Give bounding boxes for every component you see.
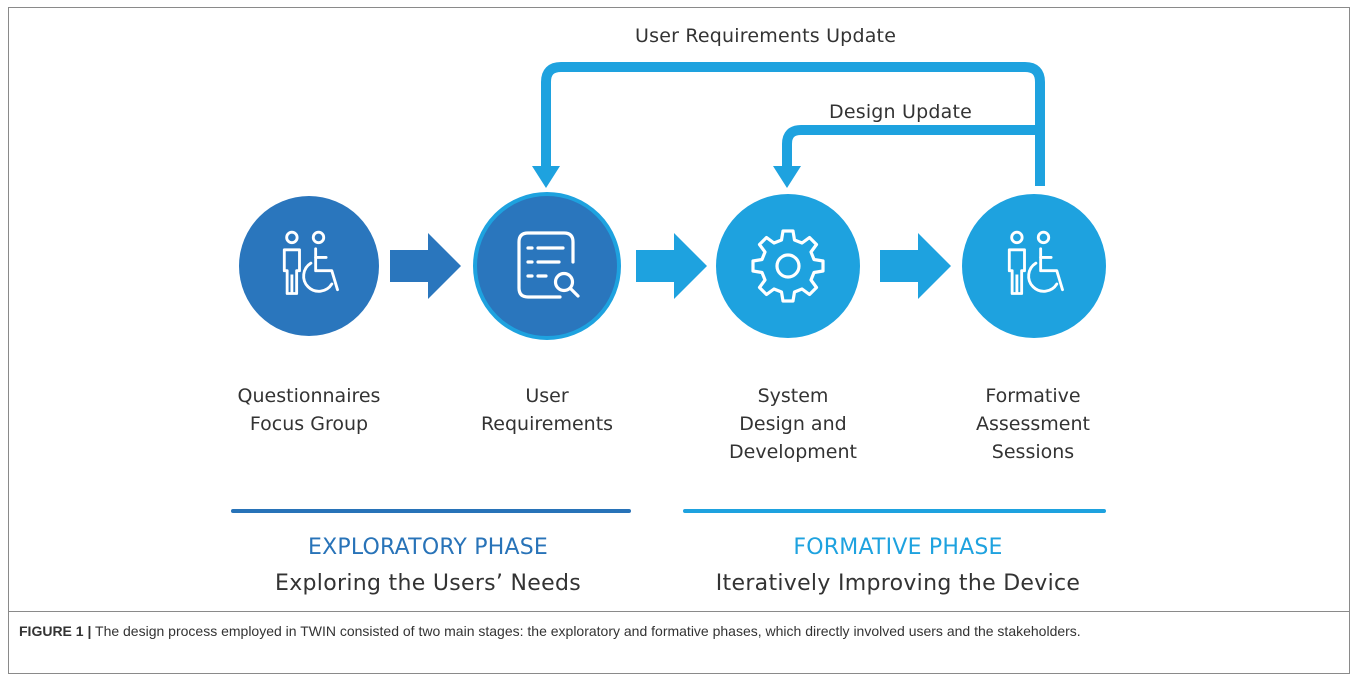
design-update-label: Design Update (829, 101, 973, 123)
flow-arrows (390, 233, 951, 299)
flow-arrow-3 (880, 233, 951, 299)
flow-arrow-2 (636, 233, 707, 299)
node-label-user-requirements: User Requirements (480, 385, 614, 435)
design-update-arrowhead (773, 166, 801, 188)
formative-phase-line (683, 509, 1106, 513)
gear-icon (751, 229, 825, 303)
figure-caption: FIGURE 1 | The design process employed i… (19, 621, 1339, 641)
node-label-questionnaires: Questionnaires Focus Group (237, 385, 381, 435)
figure-frame (8, 7, 1350, 674)
node-formative-assessment (962, 194, 1106, 338)
figure-caption-label: FIGURE 1 | (19, 623, 92, 639)
formative-phase-title: FORMATIVE PHASE (793, 535, 1003, 560)
user-requirements-update-label: User Requirements Update (635, 25, 897, 47)
checklist-search-icon (517, 231, 580, 299)
node-label-formative-assessment: Formative Assessment Sessions (976, 385, 1090, 463)
user-requirements-update-loop (541, 62, 1045, 186)
node-user-requirements (473, 192, 621, 340)
feedback-loops (532, 62, 1045, 188)
process-diagram (239, 62, 1106, 340)
flow-arrow-1 (390, 233, 461, 299)
node-label-system-design: System Design and Development (729, 385, 857, 463)
user-requirements-update-arrowhead (532, 166, 560, 188)
formative-phase-subtitle: Iteratively Improving the Device (715, 571, 1081, 596)
node-questionnaires (239, 196, 379, 336)
caption-divider (9, 611, 1349, 612)
exploratory-phase-line (231, 509, 631, 513)
design-update-loop (782, 125, 1040, 168)
figure-caption-text: The design process employed in TWIN cons… (91, 623, 1081, 639)
exploratory-phase-title: EXPLORATORY PHASE (308, 535, 548, 560)
node-system-design (716, 194, 860, 338)
exploratory-phase-subtitle: Exploring the Users’ Needs (275, 571, 581, 596)
